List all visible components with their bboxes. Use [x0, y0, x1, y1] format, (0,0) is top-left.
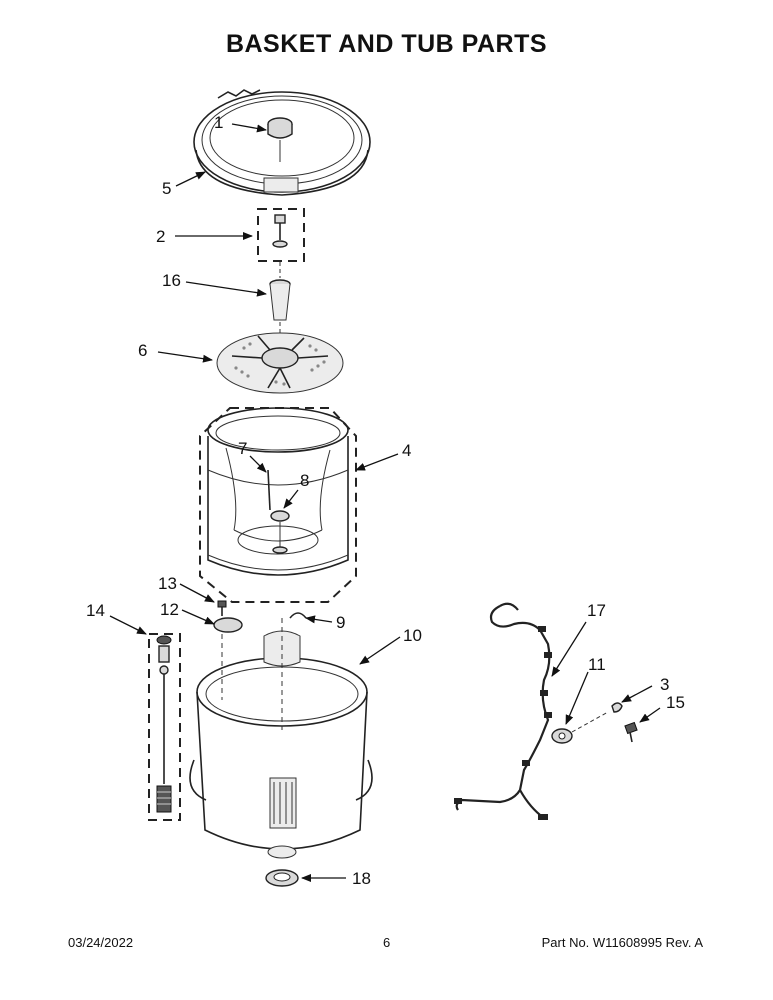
basket-rod-part [267, 469, 271, 511]
sensor-part [551, 711, 609, 744]
callout-4: 4 [402, 441, 411, 460]
callout-12: 12 [160, 600, 179, 619]
suspension-rod-part [148, 633, 181, 821]
callout-11: 11 [588, 655, 606, 674]
callout-14: 14 [86, 601, 105, 620]
callout-8: 8 [300, 471, 309, 490]
callout-5: 5 [162, 179, 171, 198]
footer-part-number: Part No. W11608995 Rev. A [541, 935, 703, 950]
impeller-part [216, 332, 344, 394]
callout-6: 6 [138, 341, 147, 360]
clip-part [289, 612, 307, 619]
callout-9: 9 [336, 613, 345, 632]
basket-hub-part [270, 510, 290, 554]
tub-ring-part [193, 89, 371, 196]
callout-7: 7 [238, 439, 247, 458]
leader-lines [109, 123, 661, 882]
footer-page-number: 6 [383, 935, 391, 950]
basket-part [199, 407, 357, 603]
screw-part [217, 600, 227, 616]
bracket-part [213, 617, 243, 700]
ring-cap-part [267, 117, 293, 162]
callout-labels: 1 2 3 4 5 6 7 8 9 10 11 12 13 14 15 16 1… [86, 113, 685, 888]
callout-1: 1 [214, 113, 223, 132]
outer-tub-part [189, 618, 373, 859]
callout-17: 17 [587, 601, 606, 620]
bolt-part [257, 208, 305, 278]
callout-16: 16 [162, 271, 181, 290]
wire-harness-part [454, 602, 552, 820]
drive-cone-part [269, 279, 291, 336]
footer-date: 03/24/2022 [68, 935, 134, 950]
sensor-screw-part [624, 721, 638, 743]
callout-15: 15 [666, 693, 685, 712]
callout-13: 13 [158, 574, 177, 593]
callout-10: 10 [403, 626, 422, 645]
sensor-clip-part [611, 702, 623, 713]
callout-18: 18 [352, 869, 371, 888]
tub-seal-part [265, 869, 299, 887]
callout-2: 2 [156, 227, 165, 246]
page-title: BASKET AND TUB PARTS [225, 30, 548, 58]
callout-3: 3 [660, 675, 669, 694]
